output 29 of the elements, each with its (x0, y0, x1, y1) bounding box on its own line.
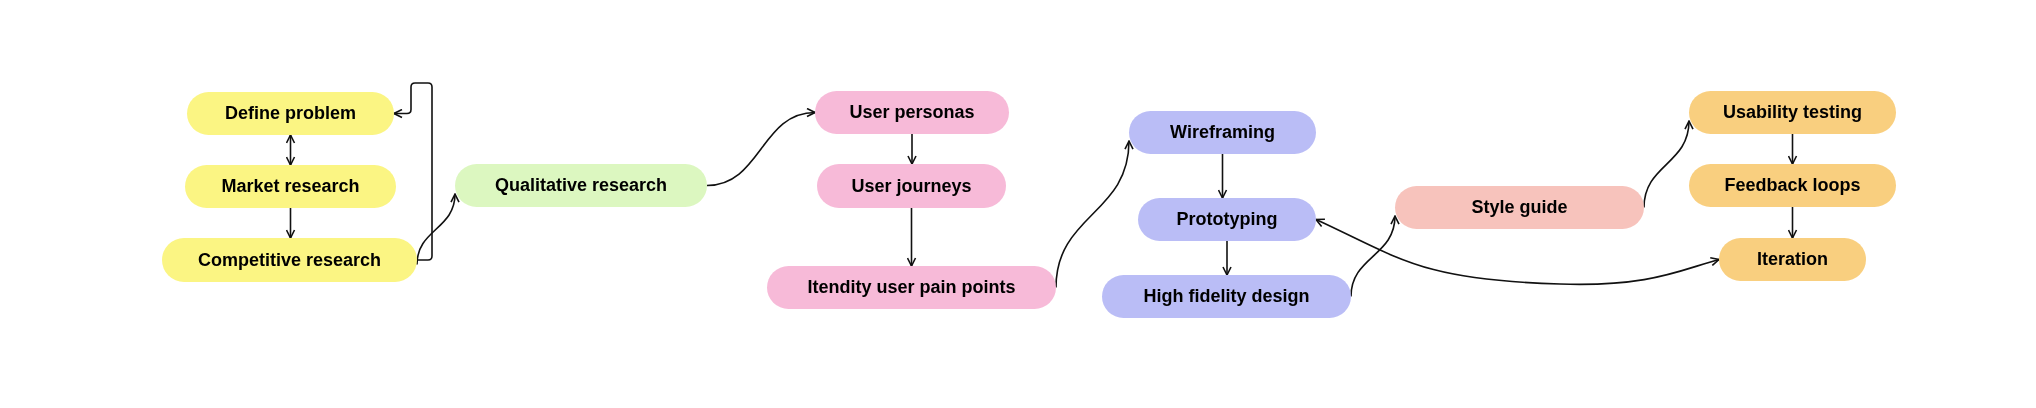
process-pill: Wireframing (1129, 111, 1316, 154)
arrow (1643, 120, 1694, 209)
arrow (1222, 240, 1232, 276)
arrow (1350, 215, 1400, 298)
process-pill: Iteration (1719, 238, 1866, 281)
arrow (393, 82, 433, 261)
arrow (416, 193, 460, 266)
process-pill: High fidelity design (1102, 275, 1351, 318)
process-pill: Competitive research (162, 238, 417, 282)
process-pill: Style guide (1395, 186, 1644, 229)
process-pill: User journeys (817, 164, 1006, 208)
arrow (906, 207, 917, 267)
process-pill: Market research (185, 165, 396, 208)
arrow (1787, 206, 1798, 239)
arrow (285, 207, 296, 239)
arrow (907, 133, 917, 165)
arrow (1315, 218, 1720, 286)
process-pill: Qualitative research (455, 164, 707, 207)
arrow (285, 134, 296, 166)
process-pill: Itendity user pain points (767, 266, 1056, 309)
process-pill: Feedback loops (1689, 164, 1896, 207)
process-pill: Define problem (187, 92, 394, 135)
arrow (706, 108, 816, 187)
arrow (1055, 140, 1134, 289)
arrow (1787, 133, 1798, 165)
process-pill: User personas (815, 91, 1009, 134)
process-pill: Prototyping (1138, 198, 1316, 241)
process-pill: Usability testing (1689, 91, 1896, 134)
arrow (1217, 153, 1228, 199)
